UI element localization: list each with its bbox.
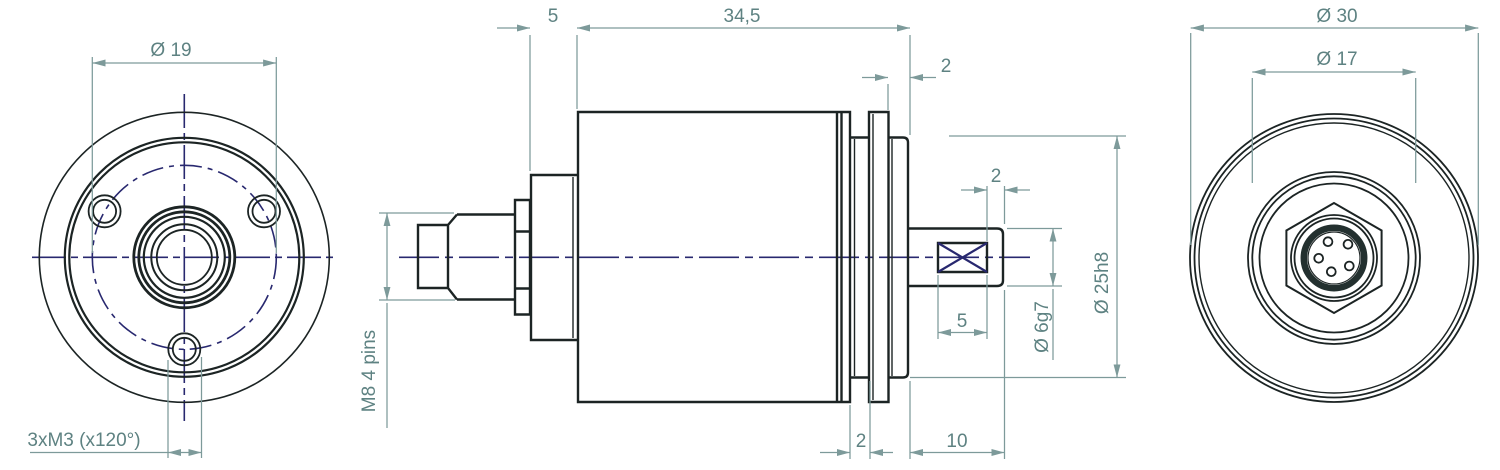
dim-m3-label: 3xM3 (x120°) xyxy=(27,430,140,451)
boss-circle-1 xyxy=(132,205,237,310)
side-view: 5 34,5 2 2 5 2 10 M8 4 pins Ø 6g7 Ø 25h8 xyxy=(359,6,1126,459)
back-outer-circle-3 xyxy=(1198,122,1470,394)
m3-hole-outer xyxy=(87,194,122,229)
m3-hole-inner xyxy=(171,336,197,362)
back-outer-circle-2 xyxy=(1193,117,1475,399)
bolt-circle xyxy=(91,164,278,351)
dim-2-groove-label: 2 xyxy=(856,431,867,452)
dim-5-label: 5 xyxy=(548,6,559,27)
m3-holes xyxy=(87,194,281,367)
dim-10-label: 10 xyxy=(946,431,967,452)
connector-face-circle xyxy=(1307,231,1361,285)
connector-pins xyxy=(1313,236,1355,278)
back-boss-circle-3 xyxy=(1258,182,1410,334)
connector-pin xyxy=(1322,236,1334,248)
back-boss-circle-2 xyxy=(1251,175,1417,341)
dim-phi6g7-label: Ø 6g7 xyxy=(1032,301,1053,353)
dim-34-5-label: 34,5 xyxy=(724,6,761,27)
m3-hole-outer xyxy=(247,194,281,229)
dim-2-rear-label: 2 xyxy=(941,56,952,77)
connector-insert-ring xyxy=(1300,224,1368,292)
boss-circle-3 xyxy=(142,215,226,299)
m3-hole-outer xyxy=(167,332,202,367)
connector-hex-nut xyxy=(1285,201,1383,315)
front-flange-circle-inner xyxy=(68,141,301,374)
connector-thread-circle-2 xyxy=(1293,217,1375,299)
connector-pin xyxy=(1313,252,1324,264)
boss-circle-2 xyxy=(137,210,232,305)
front-flange-circle-outer xyxy=(63,136,305,378)
back-boss-circle-1 xyxy=(1247,171,1421,345)
side-extension-lines xyxy=(379,35,1126,459)
boss-circle-5 xyxy=(155,228,213,286)
m3-hole-inner xyxy=(251,198,277,224)
boss-circle-4 xyxy=(150,223,219,292)
dim-2-shaft-label: 2 xyxy=(991,166,1002,187)
dim-phi19-extension-lines xyxy=(91,57,277,253)
front-centerlines xyxy=(32,94,336,421)
back-outer-circle-1 xyxy=(1189,113,1479,403)
dim-phi25h8-label: Ø 25h8 xyxy=(1092,252,1113,314)
connector-thread-circle-1 xyxy=(1290,214,1378,302)
chamfer-lines xyxy=(572,114,893,400)
connector-pin xyxy=(1326,266,1337,278)
front-view: Ø 19 3xM3 (x120°) xyxy=(27,40,336,458)
m3-hole-inner xyxy=(92,198,117,224)
dim-phi17-label: Ø 17 xyxy=(1316,49,1357,70)
dim-phi30-label: Ø 30 xyxy=(1316,6,1357,27)
encoder-body-outline xyxy=(416,110,1005,404)
dim-phi19-label: Ø 19 xyxy=(150,40,191,61)
back-extension-lines xyxy=(1190,33,1479,245)
dim-5-flat-label: 5 xyxy=(957,311,968,332)
connector-type-label: M8 4 pins xyxy=(359,330,380,412)
connector-pin xyxy=(1342,239,1354,250)
front-outer-circle xyxy=(38,111,331,404)
dim-m3-extension-lines xyxy=(167,357,203,458)
connector-pin xyxy=(1344,260,1355,272)
shaft-flat-cross xyxy=(937,242,988,273)
back-view: Ø 30 Ø 17 xyxy=(1189,6,1479,403)
